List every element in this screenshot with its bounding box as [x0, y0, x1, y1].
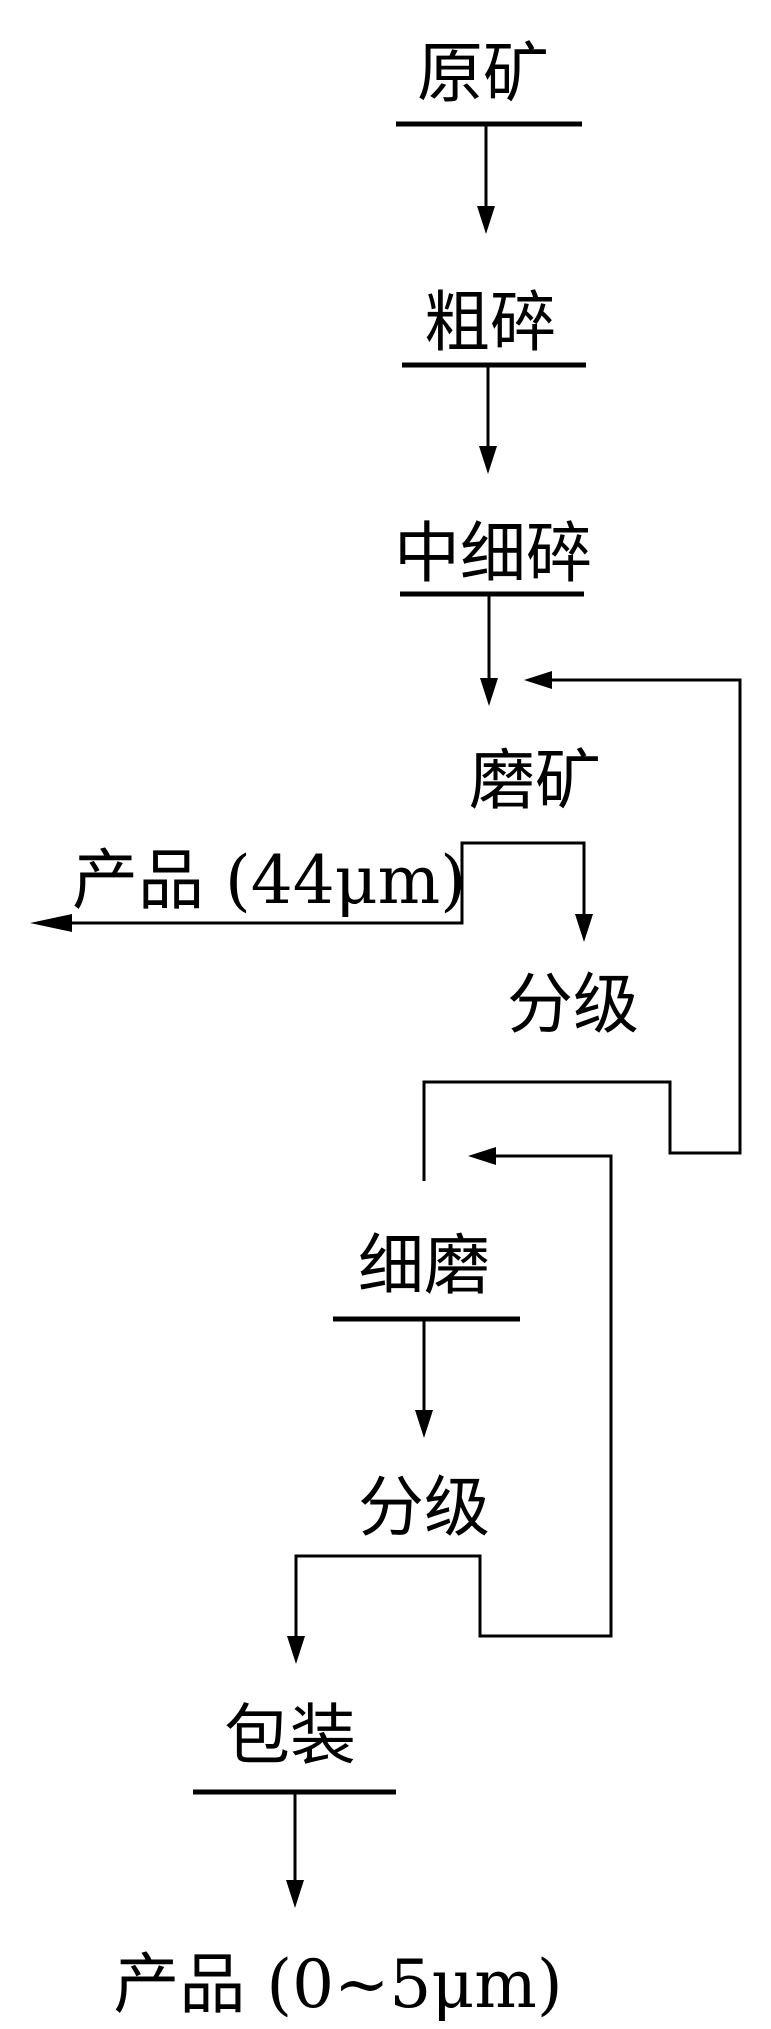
recycle-line-to-grinding — [422, 678, 742, 1181]
node-product-44um: 产品 (44μm) — [72, 842, 466, 919]
arrowhead-down — [479, 446, 497, 474]
arrowhead-down — [477, 206, 495, 234]
line-product-44um-out — [72, 919, 464, 925]
node-classify-1: 分级 — [507, 966, 639, 1043]
node-grinding: 磨矿 — [469, 742, 601, 819]
node-coarse-crush: 粗碎 — [424, 284, 556, 361]
arrowhead-left — [468, 1147, 496, 1165]
line-grinding-to-classify — [460, 841, 586, 919]
arrowhead-down — [286, 1880, 304, 1908]
arrowhead-left — [524, 671, 552, 689]
node-fine-grinding: 细磨 — [358, 1227, 490, 1304]
node-raw-ore: 原矿 — [417, 35, 549, 112]
arrowhead-left — [30, 914, 72, 932]
arrowhead-down — [575, 914, 593, 942]
arrowhead-down — [480, 678, 498, 706]
node-product-final: 产品 (0~5μm) — [113, 1946, 562, 2023]
node-classify-2: 分级 — [358, 1469, 490, 1546]
node-packaging: 包装 — [224, 1697, 356, 1774]
node-medium-fine-crush: 中细碎 — [394, 515, 592, 592]
arrowhead-down — [287, 1636, 305, 1664]
arrowhead-down — [415, 1410, 433, 1438]
